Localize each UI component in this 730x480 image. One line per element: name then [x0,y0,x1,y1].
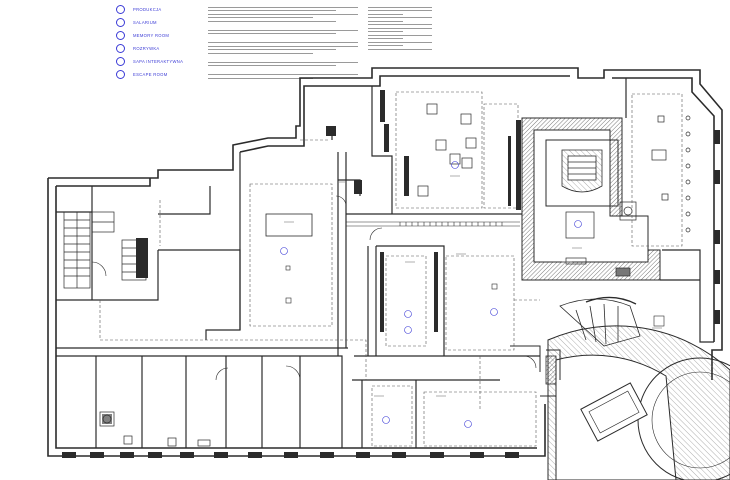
rotunda-table [580,382,648,442]
legend-item-escape-room: ESCAPE ROOM [116,69,167,79]
legend-circle-icon [116,69,125,79]
service-rooms [99,411,211,447]
exhibit-panels [380,90,521,332]
upper-room-furniture [417,103,477,197]
legend-circle-icon [116,17,125,27]
room-marker-icon [404,326,412,334]
tower-interior [565,201,637,277]
legend-label: SALARIUM [133,19,157,25]
column-block [326,126,336,136]
legend-circle-icon [116,56,125,66]
legend-label: MEMORY ROOM [133,32,170,38]
legend-label: PRODUKCJA [133,6,162,12]
room-marker-icon [490,308,498,316]
outer-walls [47,67,723,457]
legend-item-memory-room: MEMORY ROOM [116,30,169,40]
legend-item-rozrywka: ROZRYWKA [116,43,160,53]
room-marker-icon [451,161,459,169]
legend-label: SAPA INTERAKTYWNA [133,58,184,64]
legend-item-produkcja: PRODUKCJA [116,4,162,14]
room-three [249,183,333,327]
central-walls [331,86,540,448]
upper-right-room [631,93,683,247]
left-staircase [63,211,147,289]
rotunda-inner-walls [510,345,561,397]
right-windows [714,130,720,324]
room-label-marks [284,175,662,397]
legend-label: ESCAPE ROOM [133,71,168,77]
room-marker-icon [382,416,390,424]
right-wall-inner [625,78,714,343]
room-schedule-block [368,4,432,52]
room-marker-icon [280,247,288,255]
room-legend: PRODUKCJA SALARIUM MEMORY ROOM ROZRYWKA … [116,4,216,80]
legend-circle-icon [116,43,125,53]
left-interior-walls [56,152,348,448]
general-notes-block [208,4,358,81]
hatched-tower [521,117,661,281]
upper-central-room [395,91,519,209]
partition-band [346,221,520,227]
lower-room-walls [375,245,445,356]
display-table [265,213,313,237]
room-marker-icon [464,420,472,428]
upper-right-furniture [651,115,691,233]
room-marker-icon [404,310,412,318]
lower-central-rooms [371,255,537,447]
legend-label: ROZRYWKA [133,45,160,51]
left-zone-dashed [99,200,230,341]
legend-circle-icon [116,4,125,14]
stair-core [136,238,148,278]
dashed-routes [230,139,540,410]
hatched-pier [545,355,557,385]
legend-item-sapa-interaktywna: SAPA INTERAKTYWNA [116,56,183,66]
legend-circle-icon [116,30,125,40]
legend-item-salarium: SALARIUM [116,17,157,27]
column-block [354,180,362,194]
room-marker-icon [574,220,582,228]
door-swings [91,195,537,381]
bottom-windows [62,452,519,458]
stage-element [561,149,603,193]
